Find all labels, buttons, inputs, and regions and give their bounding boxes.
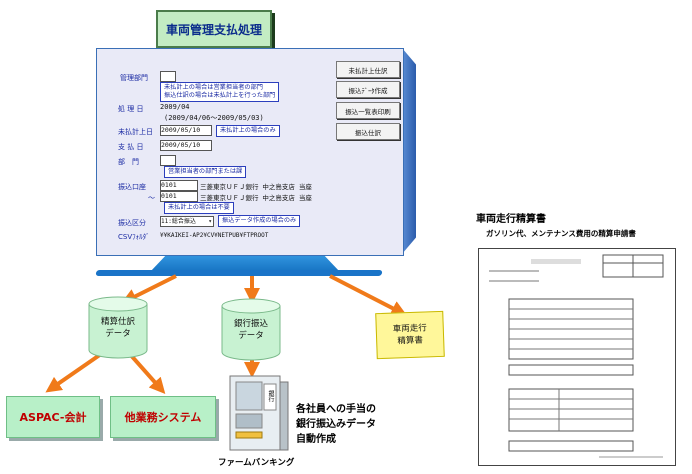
shori-bi-value: 2009/04 [160, 103, 190, 111]
caption-line3: 自動作成 [296, 434, 336, 445]
label-furikomi-koza: 振込口座 [118, 183, 146, 191]
kubun-select-value: 11:総合振込 [161, 218, 196, 225]
csv-path: ¥¥KAIKEI-AP2¥CV¥NETPUB¥FTPROOT [160, 232, 269, 239]
koza1-code-input[interactable]: 0101 [160, 180, 198, 191]
seisansho-document [478, 248, 676, 466]
doc-grand-total-row [508, 440, 634, 452]
ginko-data-label: 銀行振込 データ [220, 318, 282, 342]
label-shiharai-bi: 支 払 日 [118, 143, 144, 151]
furikomi-data-button[interactable]: 振込ﾃﾞｰﾀ作成 [336, 81, 400, 98]
bumon-note: 営業担当者の部門または課 [164, 166, 247, 178]
monitor-side [402, 48, 416, 254]
shori-bi-range: (2009/04/06～2009/05/03) [164, 114, 264, 122]
ginko-data-line2: データ [238, 331, 264, 341]
ginko-data-line1: 銀行振込 [233, 319, 268, 329]
page-title: 車両管理支払処理 [156, 10, 272, 48]
doc-subheading: ガソリン代、メンテナンス費用の精算申請書 [486, 229, 636, 238]
caption-line2: 銀行振込みデータ [296, 419, 376, 430]
shiharai-bi-input[interactable]: 2009/05/10 [160, 140, 212, 151]
furikomi-list-button[interactable]: 振込一覧表印刷 [336, 102, 400, 119]
seisansho-line2: 精算書 [397, 335, 424, 347]
label-mibarai-keijo-bi: 未払計上日 [118, 128, 153, 136]
mibarai-shiwake-button[interactable]: 未払計上仕訳 [336, 61, 400, 78]
kanri-note-line1: 未払計上の場合は営業担当者の部門 [164, 84, 263, 91]
aspac-box: ASPAC-会計 [6, 396, 100, 438]
doc-total-row [508, 364, 634, 376]
ginko-data-cylinder-icon [221, 298, 281, 361]
document-form [489, 254, 664, 458]
seisan-data-line2: データ [105, 329, 131, 339]
label-kanri-bumon: 管理部門 [120, 74, 148, 82]
firm-banking-label: ファームバンキング [218, 458, 295, 468]
kanri-note-line2: 振込仕訳の場合は未払計上を行った部門 [164, 92, 276, 99]
bumon-input[interactable] [160, 155, 176, 166]
koza1-bank: 三菱東京ＵＦＪ銀行 中之島支店 当座 [200, 183, 312, 191]
seisansho-note: 車両走行 精算書 [375, 310, 445, 360]
seisan-data-cylinder-icon [88, 296, 148, 359]
caption-line1: 各社員への手当の [296, 404, 376, 415]
arrow-to-aspac [45, 350, 106, 393]
kanri-bumon-note: 未払計上の場合は営業担当者の部門 振込仕訳の場合は未払計上を行った部門 [160, 82, 280, 102]
label-shori-bi: 処 理 日 [118, 105, 144, 113]
furikomi-shiwake-button[interactable]: 振込仕訳 [336, 123, 400, 140]
chevron-down-icon[interactable]: ▾ [208, 218, 212, 225]
doc-heading: 車両走行精算書 [476, 214, 546, 225]
mibarai-keijo-bi-input[interactable]: 2009/05/10 [160, 125, 212, 136]
koza2-code-input[interactable]: 0101 [160, 191, 198, 202]
label-bumon: 部 門 [118, 158, 139, 166]
arrow-to-seisansho [329, 274, 408, 316]
doc-title-bar [531, 259, 581, 264]
arrow-to-tagyomu [126, 350, 166, 394]
atm-icon [229, 375, 289, 451]
label-furikomi-kubun: 振込区分 [118, 219, 146, 227]
label-tilde: ～ [148, 194, 155, 202]
seisan-data-line1: 精算仕訳 [100, 317, 135, 327]
doc-expense-table [508, 388, 634, 432]
auto-create-caption: 各社員への手当の 銀行振込みデータ 自動作成 [296, 402, 376, 447]
kanri-bumon-input[interactable] [160, 71, 176, 82]
koza2-bank: 三菱東京ＵＦＪ銀行 中之島支店 当座 [200, 194, 312, 202]
atm-sign: 銀行 [267, 390, 274, 402]
label-csv-folder: CSVﾌｫﾙﾀﾞ [118, 233, 150, 241]
ta-gyomu-box: 他業務システム [110, 396, 216, 438]
kubun-note: 振込データ作成の場合のみ [218, 215, 301, 227]
arrow-to-seisan-data [120, 274, 177, 304]
seisan-data-label: 精算仕訳 データ [87, 316, 149, 340]
keijo-note: 未払計上の場合のみ [216, 125, 280, 137]
koza-note: 未払計上の場合は不要 [164, 202, 234, 214]
kubun-select[interactable]: 11:総合振込 ▾ [160, 216, 214, 227]
